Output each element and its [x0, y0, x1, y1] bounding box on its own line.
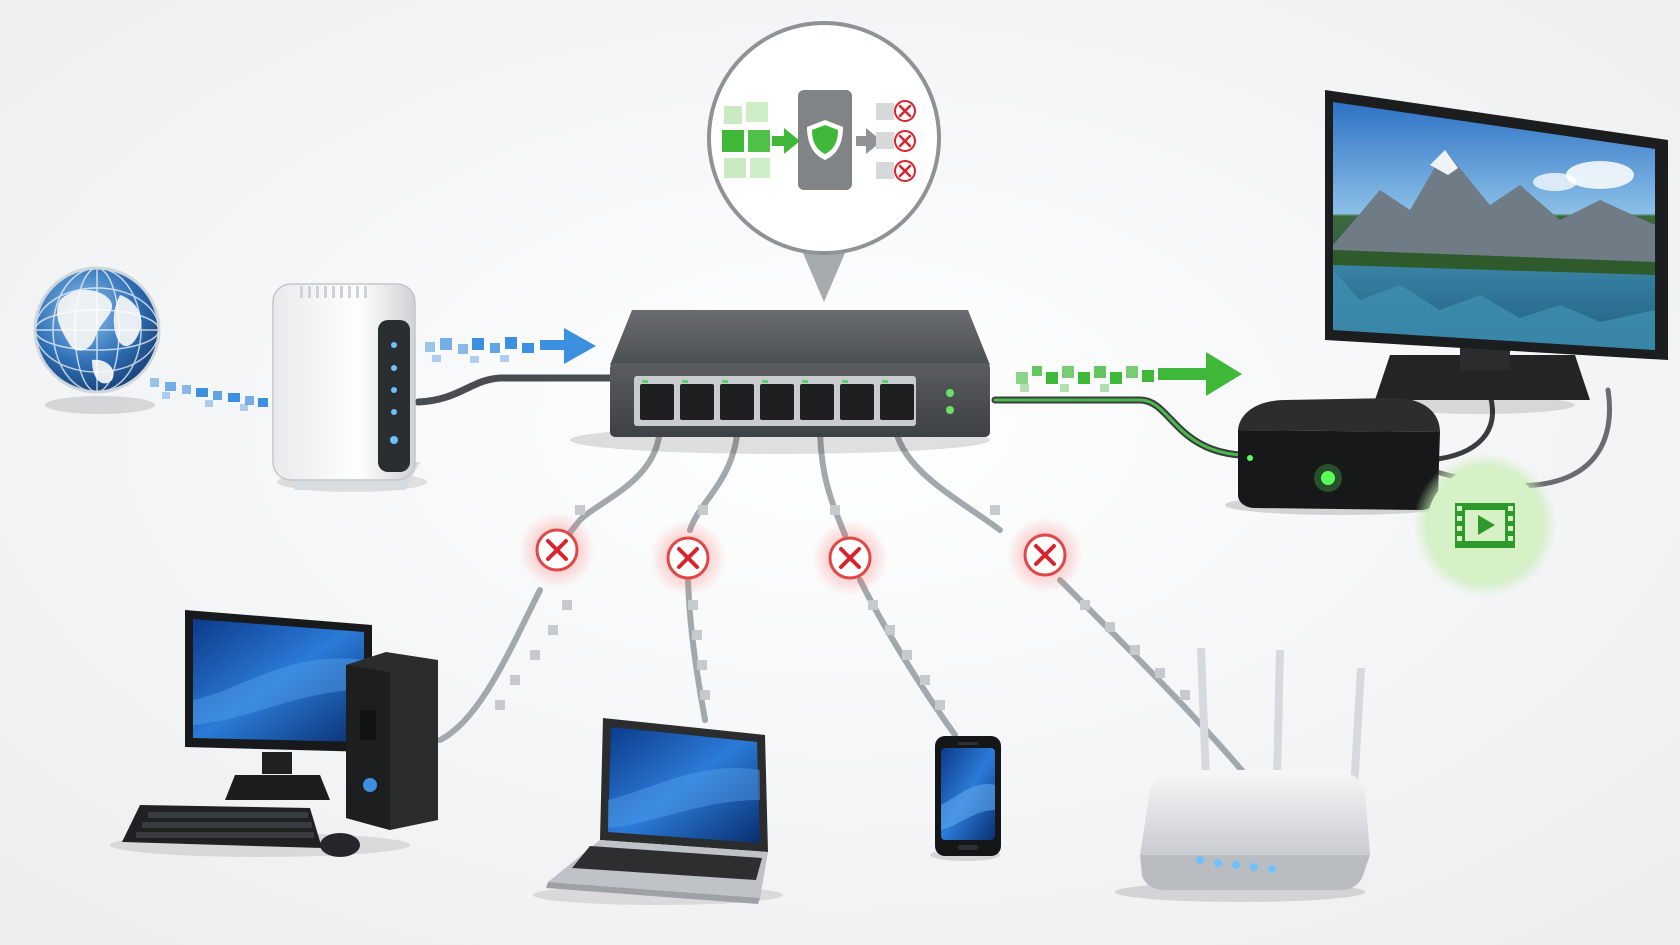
- smartphone-icon: [930, 736, 1001, 861]
- blocked-icon-router: [1007, 517, 1083, 593]
- blocked-icon-laptop: [650, 520, 726, 596]
- cable-switch-desktop-upper: [557, 422, 663, 548]
- filter-callout: [707, 21, 941, 302]
- monitor-tv-icon: [1325, 90, 1668, 414]
- wifi-router-icon: [1115, 648, 1370, 902]
- blocked-icon-phone: [812, 520, 888, 596]
- globe-icon: [33, 266, 161, 414]
- tv-mountains: [1333, 150, 1655, 350]
- inbound-flow: [150, 328, 596, 411]
- blocked-markers: [519, 512, 1083, 596]
- cable-modem-switch: [414, 374, 614, 406]
- set-top-box-icon: [1225, 398, 1455, 515]
- allowed-flow: [1016, 352, 1242, 396]
- shield-icon: [798, 90, 852, 190]
- modem-icon: [272, 283, 427, 492]
- switch-icon: [570, 310, 990, 454]
- cable-switch-box-glow: [993, 398, 1242, 457]
- cables: [414, 374, 1612, 783]
- cable-switch-router-upper: [892, 422, 1003, 533]
- blocked-icon-desktop: [519, 512, 595, 588]
- cable-to-laptop: [685, 577, 708, 723]
- laptop-icon: [533, 718, 783, 905]
- callout-incoming-packets: [722, 102, 800, 178]
- video-play-icon: [1413, 453, 1557, 597]
- cable-to-desktop: [437, 587, 543, 743]
- cable-switch-laptop-upper: [687, 422, 741, 533]
- desktop-computer-icon: [110, 610, 438, 857]
- blocked-packet-trails: [495, 505, 1190, 710]
- inbound-arrow: [425, 328, 596, 364]
- callout-blocked-packets: [856, 100, 916, 182]
- switch-ports: [640, 380, 914, 420]
- cable-box-tv: [1427, 392, 1495, 463]
